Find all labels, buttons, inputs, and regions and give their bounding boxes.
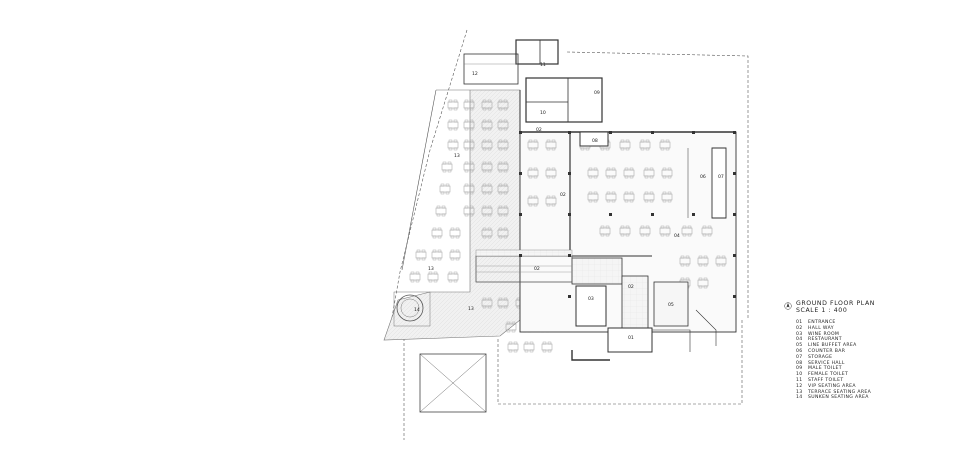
pool-square bbox=[419, 353, 487, 413]
tag-hall-way: 02 bbox=[534, 266, 540, 272]
north-arrow-icon bbox=[784, 302, 792, 310]
tag-vip-seating: 12 bbox=[472, 71, 478, 77]
tag-terrace-2: 13 bbox=[428, 266, 434, 272]
structural-columns bbox=[519, 131, 736, 298]
tag-counter-bar: 06 bbox=[700, 174, 706, 180]
plan-title: GROUND FLOOR PLAN bbox=[796, 300, 876, 307]
room-tags: 01 02 02 02 02 03 04 05 06 07 08 09 10 1… bbox=[414, 62, 724, 341]
tag-service-hall: 08 bbox=[592, 138, 598, 144]
toilet-block bbox=[463, 39, 609, 147]
tag-male-toilet: 09 bbox=[594, 90, 600, 96]
sunken-seating bbox=[393, 291, 431, 327]
tag-restaurant: 04 bbox=[674, 233, 680, 239]
tag-female-toilet: 10 bbox=[540, 110, 546, 116]
tag-wine-room: 03 bbox=[588, 296, 594, 302]
tag-entrance: 01 bbox=[628, 335, 634, 341]
tag-hall-way-3: 02 bbox=[536, 127, 542, 133]
tag-hall-way-4: 02 bbox=[628, 284, 634, 290]
plan-scale: SCALE 1 : 400 bbox=[796, 307, 848, 314]
tag-terrace-1: 13 bbox=[454, 153, 460, 159]
tag-terrace-3: 13 bbox=[468, 306, 474, 312]
tag-storage: 07 bbox=[718, 174, 724, 180]
tag-staff-toilet: 11 bbox=[540, 62, 546, 68]
tag-sunken-seating: 14 bbox=[414, 307, 420, 313]
restaurant-block bbox=[519, 131, 737, 333]
tag-line-buffet: 05 bbox=[668, 302, 674, 308]
tag-hall-way-2: 02 bbox=[560, 192, 566, 198]
service-core bbox=[571, 257, 717, 361]
terrace-area bbox=[383, 89, 521, 341]
hall-way-strip bbox=[475, 249, 573, 283]
